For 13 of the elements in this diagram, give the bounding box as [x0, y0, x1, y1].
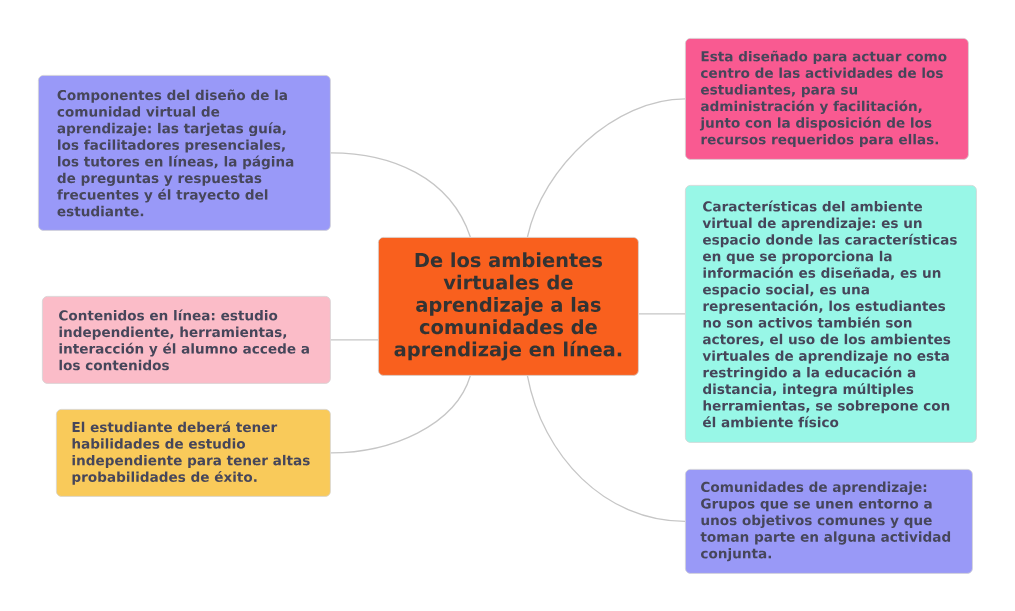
central-topic-box: De los ambientes virtuales de aprendizaje a las comunidades de aprendizaje en línea.: [378, 237, 639, 376]
connector-line: [330, 152, 471, 238]
subtopic-box: Contenidos en línea: estudio independiente, herramientas, interacción y él alumno accede a los contenidos: [42, 296, 331, 384]
connector-line: [526, 375, 686, 523]
subtopic-box: Esta diseñado para actuar como centro de las actividades de los estudiantes, para su administración y facilitación, junto con la disposición de los recursos requeridos para ellas.: [685, 38, 969, 160]
connector-line: [526, 98, 686, 238]
connector-line: [330, 339, 379, 341]
connector-line: [638, 313, 686, 315]
connector-line: [330, 375, 471, 454]
subtopic-box: El estudiante deberá tener habilidades de estudio independiente para tener altas probabilidades de éxito.: [56, 409, 331, 497]
subtopic-box: Características del ambiente virtual de aprendizaje: es un espacio donde las características en que se proporciona la información es diseñada, es un espacio social, es una representación, los estudiantes no son activos también son actores, el uso de los ambientes virtuales de aprendizaje no esta restringido a la educación a distancia, integra múltiples herramientas, se sobrepone con él ambiente físico: [685, 185, 977, 443]
subtopic-box: Componentes del diseño de la comunidad virtual de aprendizaje: las tarjetas guía, los facilitadores presenciales, los tutores en líneas, la página de preguntas y respuestas frecuentes y él trayecto del estudiante.: [38, 75, 331, 231]
subtopic-box: Comunidades de aprendizaje: Grupos que se unen entorno a unos objetivos comunes y que toman parte en alguna actividad conjunta.: [685, 469, 973, 574]
